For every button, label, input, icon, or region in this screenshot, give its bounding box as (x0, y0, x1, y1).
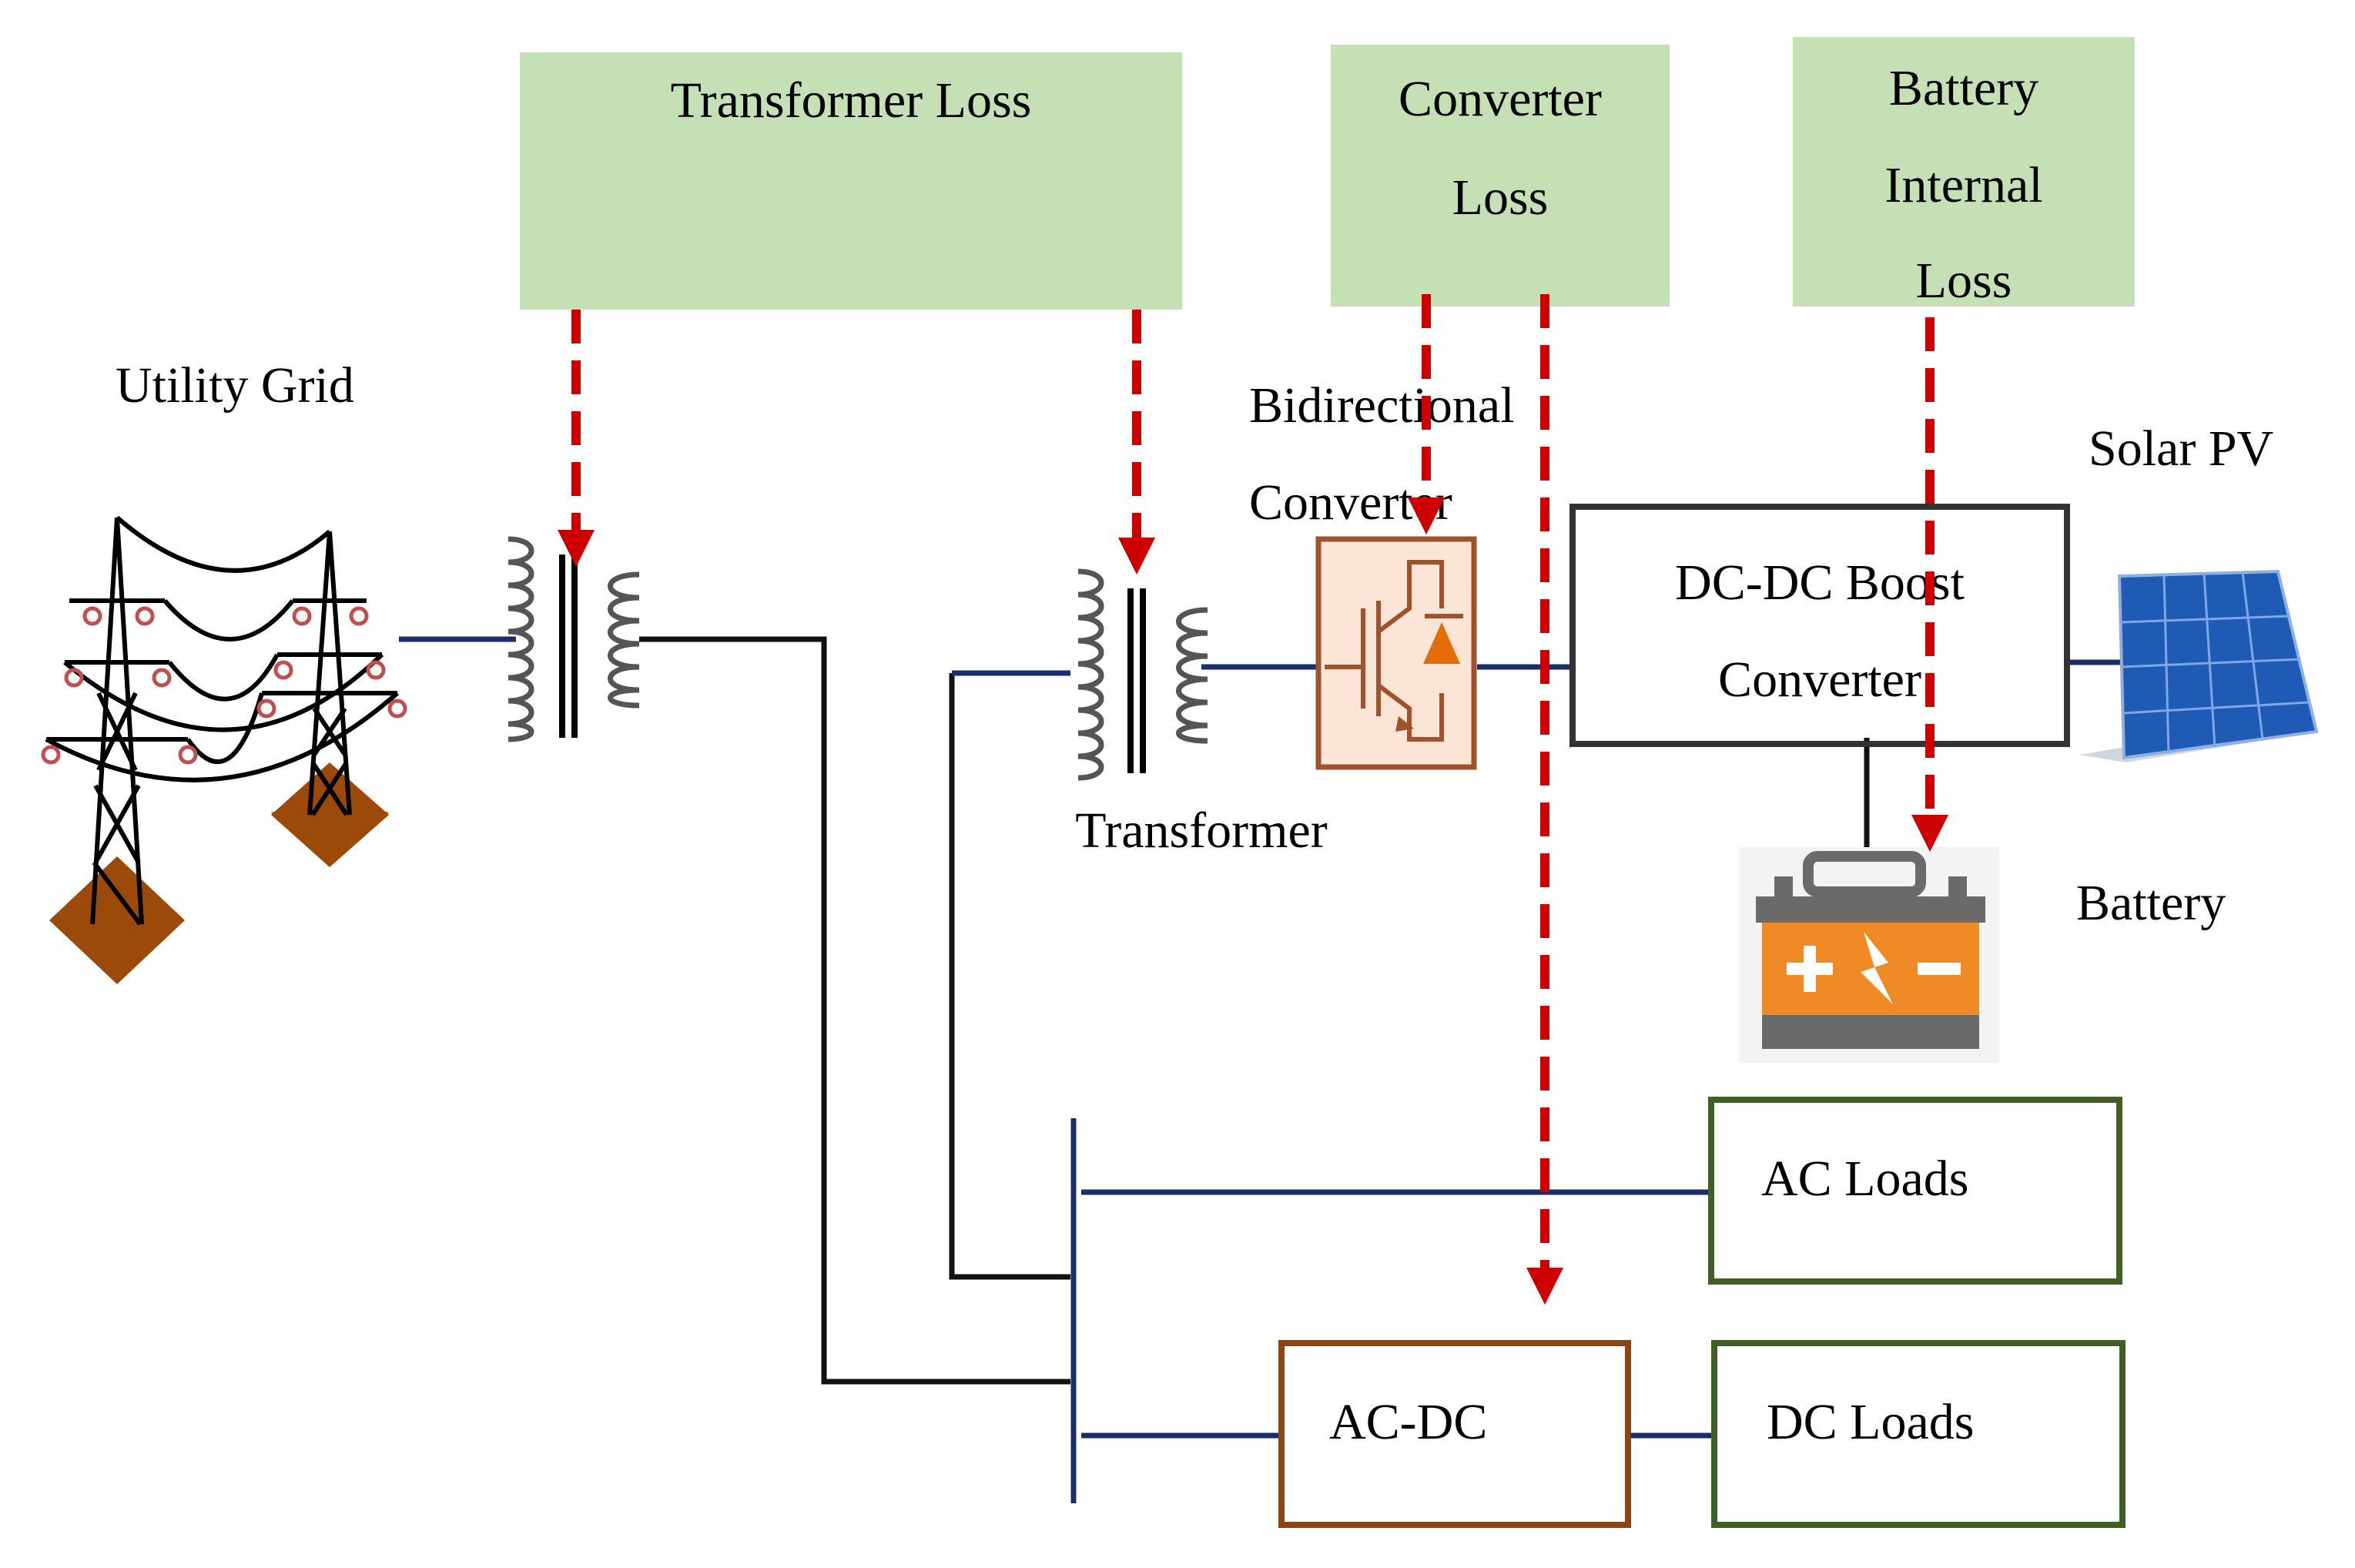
ac-dc-converter-box: AC-DC (1278, 1340, 1631, 1528)
bidirectional-converter-label-1: Bidirectional (1249, 377, 1515, 434)
transformer-1-icon (508, 536, 640, 742)
utility-grid-label: Utility Grid (116, 357, 354, 414)
converter-loss-label-2: Loss (1452, 169, 1549, 226)
battery-loss-box: Battery Internal Loss (1793, 37, 2135, 309)
dcdc-boost-label-2: Converter (1718, 652, 1921, 708)
battery-loss-label-3: Loss (1916, 253, 2012, 309)
ac-dc-label: AC-DC (1329, 1394, 1487, 1450)
transformer2-primary-wire (949, 673, 1070, 1280)
bidirectional-converter-icon (1315, 536, 1477, 770)
transformer-loss-box: Transformer Loss (520, 52, 1182, 310)
transformer-label: Transformer (1075, 802, 1328, 859)
dcdc-boost-label-1: DC-DC Boost (1675, 554, 1965, 611)
converter-loss-box: Converter Loss (1331, 45, 1670, 307)
utility-grid-towers-icon (41, 515, 407, 984)
ac-loads-box: AC Loads (1708, 1097, 2122, 1285)
solar-panel-icon (2079, 569, 2319, 762)
dc-loads-label: DC Loads (1767, 1394, 1974, 1450)
dcdc-boost-converter-box: DC-DC Boost Converter (1569, 504, 2070, 747)
transformer1-secondary-wire (639, 636, 1070, 1385)
transformer-2-icon (1077, 568, 1208, 781)
battery-loss-label-2: Internal (1884, 157, 2042, 213)
battery-icon (1739, 847, 1999, 1063)
transformer-loss-label: Transformer Loss (671, 72, 1032, 129)
ac-loads-label: AC Loads (1761, 1151, 1968, 1207)
battery-loss-label-1: Battery (1889, 60, 2038, 116)
battery-label: Battery (2076, 875, 2226, 931)
solar-pv-label: Solar PV (2089, 420, 2273, 477)
converter-loss-label-1: Converter (1399, 71, 1602, 127)
dc-loads-box: DC Loads (1711, 1340, 2126, 1528)
